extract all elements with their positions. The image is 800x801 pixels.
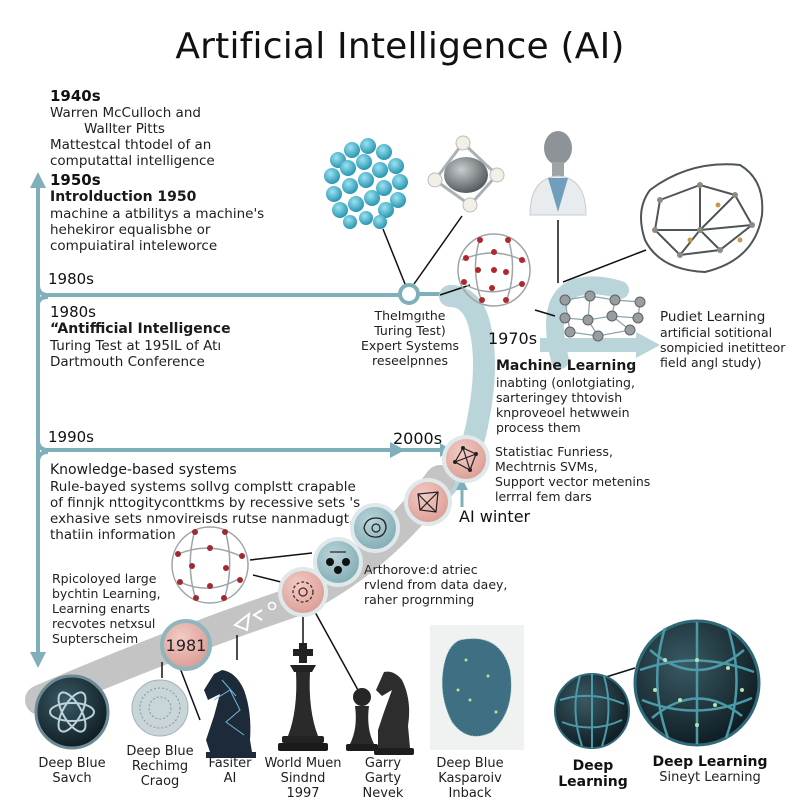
knowledge-line-3: exhasive sets nmovireisds rutse nanmadug… [50, 511, 354, 527]
era-1950s-line-2: hehekiror equalisbhe or [50, 222, 211, 238]
label-deep-blue-kasparov: Deep Blue Kasparoiv Inback [430, 756, 510, 801]
deep-note-line-2: bychtin Learning, [52, 586, 161, 601]
turing-note: TheImgıthe Turing Test) Expert Systems r… [355, 308, 465, 368]
era-1980s-line-2: Dartmouth Conference [50, 354, 205, 370]
deep-note-line-1: Rpicoloyed large [52, 571, 157, 586]
machine-learning-line-1: inabting (onlotgiating, [496, 375, 635, 390]
label-deep-learning-1: Deep Learning [538, 758, 648, 790]
label-deep-learning-2: Deep Learning Sineyt Learning [650, 754, 770, 785]
node-1981-label: 1981 [165, 636, 207, 655]
label-line: Kasparoiv [438, 771, 502, 786]
machine-learning-block: Machine Learning inabting (onlotgiating,… [496, 358, 636, 435]
data-note-line-2: rvlend from data daey, [364, 577, 508, 592]
era-1950s-line-3: compuiatiral inteleworce [50, 238, 218, 254]
era-1940s-year: 1940s [50, 87, 101, 105]
era-1940s-line-1: Warren McCulloch and [50, 105, 201, 121]
label-fasiter-ai: Fasiter AI [200, 756, 260, 786]
era-1980s-heading: “Antifficial Intelligence [50, 321, 231, 337]
era-2000s-label: 2000s [393, 429, 443, 448]
machine-learning-heading: Machine Learning [496, 358, 637, 374]
data-note-line-3: raher progrnming [364, 592, 475, 607]
era-1950s-heading: Introlduction 1950 [50, 189, 197, 205]
deep-note-line-5: Supterscheim [52, 631, 139, 646]
turing-line-1: TheImgıthe [374, 308, 446, 323]
label-line: World Muen [264, 756, 342, 771]
era-1950s-line-1: machine a atbilitys a machine's [50, 206, 265, 222]
era-1980s-year: 1980s [50, 303, 96, 321]
statistical-line-4: lerrral fem dars [495, 489, 592, 504]
data-note-line-1: Arthorove:d atriec [364, 562, 478, 577]
era-1980s-block: 1980s “Antifficial Intelligence Turing T… [50, 303, 231, 370]
label-line: Sineyt Learning [659, 770, 761, 785]
machine-learning-line-4: process them [496, 420, 581, 435]
turing-line-3: Expert Systems [360, 338, 460, 353]
predict-learning-line-1: artificial sotitional [660, 325, 773, 340]
deep-note-line-3: Learning enarts [52, 601, 151, 616]
era-1940s-block: 1940s Warren McCulloch and Wallter Pitts… [50, 87, 215, 170]
era-1940s-line-4: computattal intelligence [50, 153, 215, 169]
label-line: Rechimg [131, 759, 189, 774]
knowledge-systems-block: Knowledge-based systems Rule-bayed syste… [50, 462, 360, 543]
label-line: Deep Learning [652, 754, 768, 770]
knowledge-line-2: of finnjk nttogityconttkms by recessive … [50, 495, 361, 511]
machine-learning-line-3: knproveoel hetwwein [496, 405, 630, 420]
statistical-block: Statistiac Funriess, Mechtrnis SVMs, Sup… [495, 444, 650, 504]
knowledge-heading: Knowledge-based systems [50, 462, 237, 478]
label-line: Fasiter [208, 756, 252, 771]
era-1980s-line-1: Turing Test at 195IL of Atı [50, 338, 222, 354]
predict-learning-heading: Pudiet Learning [660, 309, 766, 325]
deep-note-block: Rpicoloyed large bychtin Learning, Learn… [52, 571, 161, 646]
deep-note-line-4: recvotes netxsul [52, 616, 156, 631]
label-world-match: World Muen Sindnd 1997 [262, 756, 344, 801]
label-line: Sindnd [280, 771, 326, 786]
label-line: Garry [364, 756, 402, 771]
predict-learning-line-3: field angl study) [660, 355, 762, 370]
label-line: AI [223, 771, 237, 786]
data-note-block: Arthorove:d atriec rvlend from data daey… [364, 562, 507, 607]
era-1950s-block: 1950s Introlduction 1950 machine a atbil… [50, 171, 265, 255]
label-line: Craog [140, 774, 180, 789]
turing-line-4: reseelpnnes [372, 353, 448, 368]
predict-learning-block: Pudiet Learning artificial sotitional so… [660, 309, 785, 370]
statistical-line-3: Support vector metenins [495, 474, 651, 489]
machine-learning-line-2: sarteringey thtovish [496, 390, 623, 405]
knowledge-line-1: Rule-bayed systems sollvg complstt crapa… [50, 479, 356, 495]
era-1940s-line-3: Mattestcal thtodel of an [50, 137, 212, 153]
branch-1980s-label: 1980s [48, 270, 94, 288]
label-line: Deep Blue [38, 756, 106, 771]
predict-learning-line-2: sompicied inetitteor [660, 340, 786, 355]
era-1940s-line-2: Wallter Pitts [84, 121, 165, 137]
label-deep-blue-savch: Deep Blue Savch [30, 756, 114, 786]
era-1970s-label: 1970s [488, 329, 538, 348]
label-line: Garty [364, 771, 402, 786]
label-garry: Garry Garty Nevek [348, 756, 418, 801]
label-line: Nevek [362, 786, 404, 801]
label-line: Savch [52, 771, 92, 786]
label-line: 1997 [286, 786, 320, 801]
era-1950s-year: 1950s [50, 171, 101, 189]
label-line: Inback [448, 786, 492, 801]
statistical-line-2: Mechtrnis SVMs, [495, 459, 598, 474]
turing-line-2: Turing Test) [374, 323, 446, 338]
branch-1990s-label: 1990s [48, 428, 94, 446]
knowledge-line-4: thatiin information [50, 527, 176, 543]
label-line: Deep Learning [558, 758, 628, 790]
page-title: Artificial Intelligence (AI) [175, 26, 625, 67]
label-line: Deep Blue [126, 744, 194, 759]
label-deep-blue-reching: Deep Blue Rechimg Craog [118, 744, 202, 789]
label-line: Deep Blue [436, 756, 504, 771]
statistical-line-1: Statistiac Funriess, [495, 444, 613, 459]
ai-winter-label: AI winter [459, 507, 531, 526]
